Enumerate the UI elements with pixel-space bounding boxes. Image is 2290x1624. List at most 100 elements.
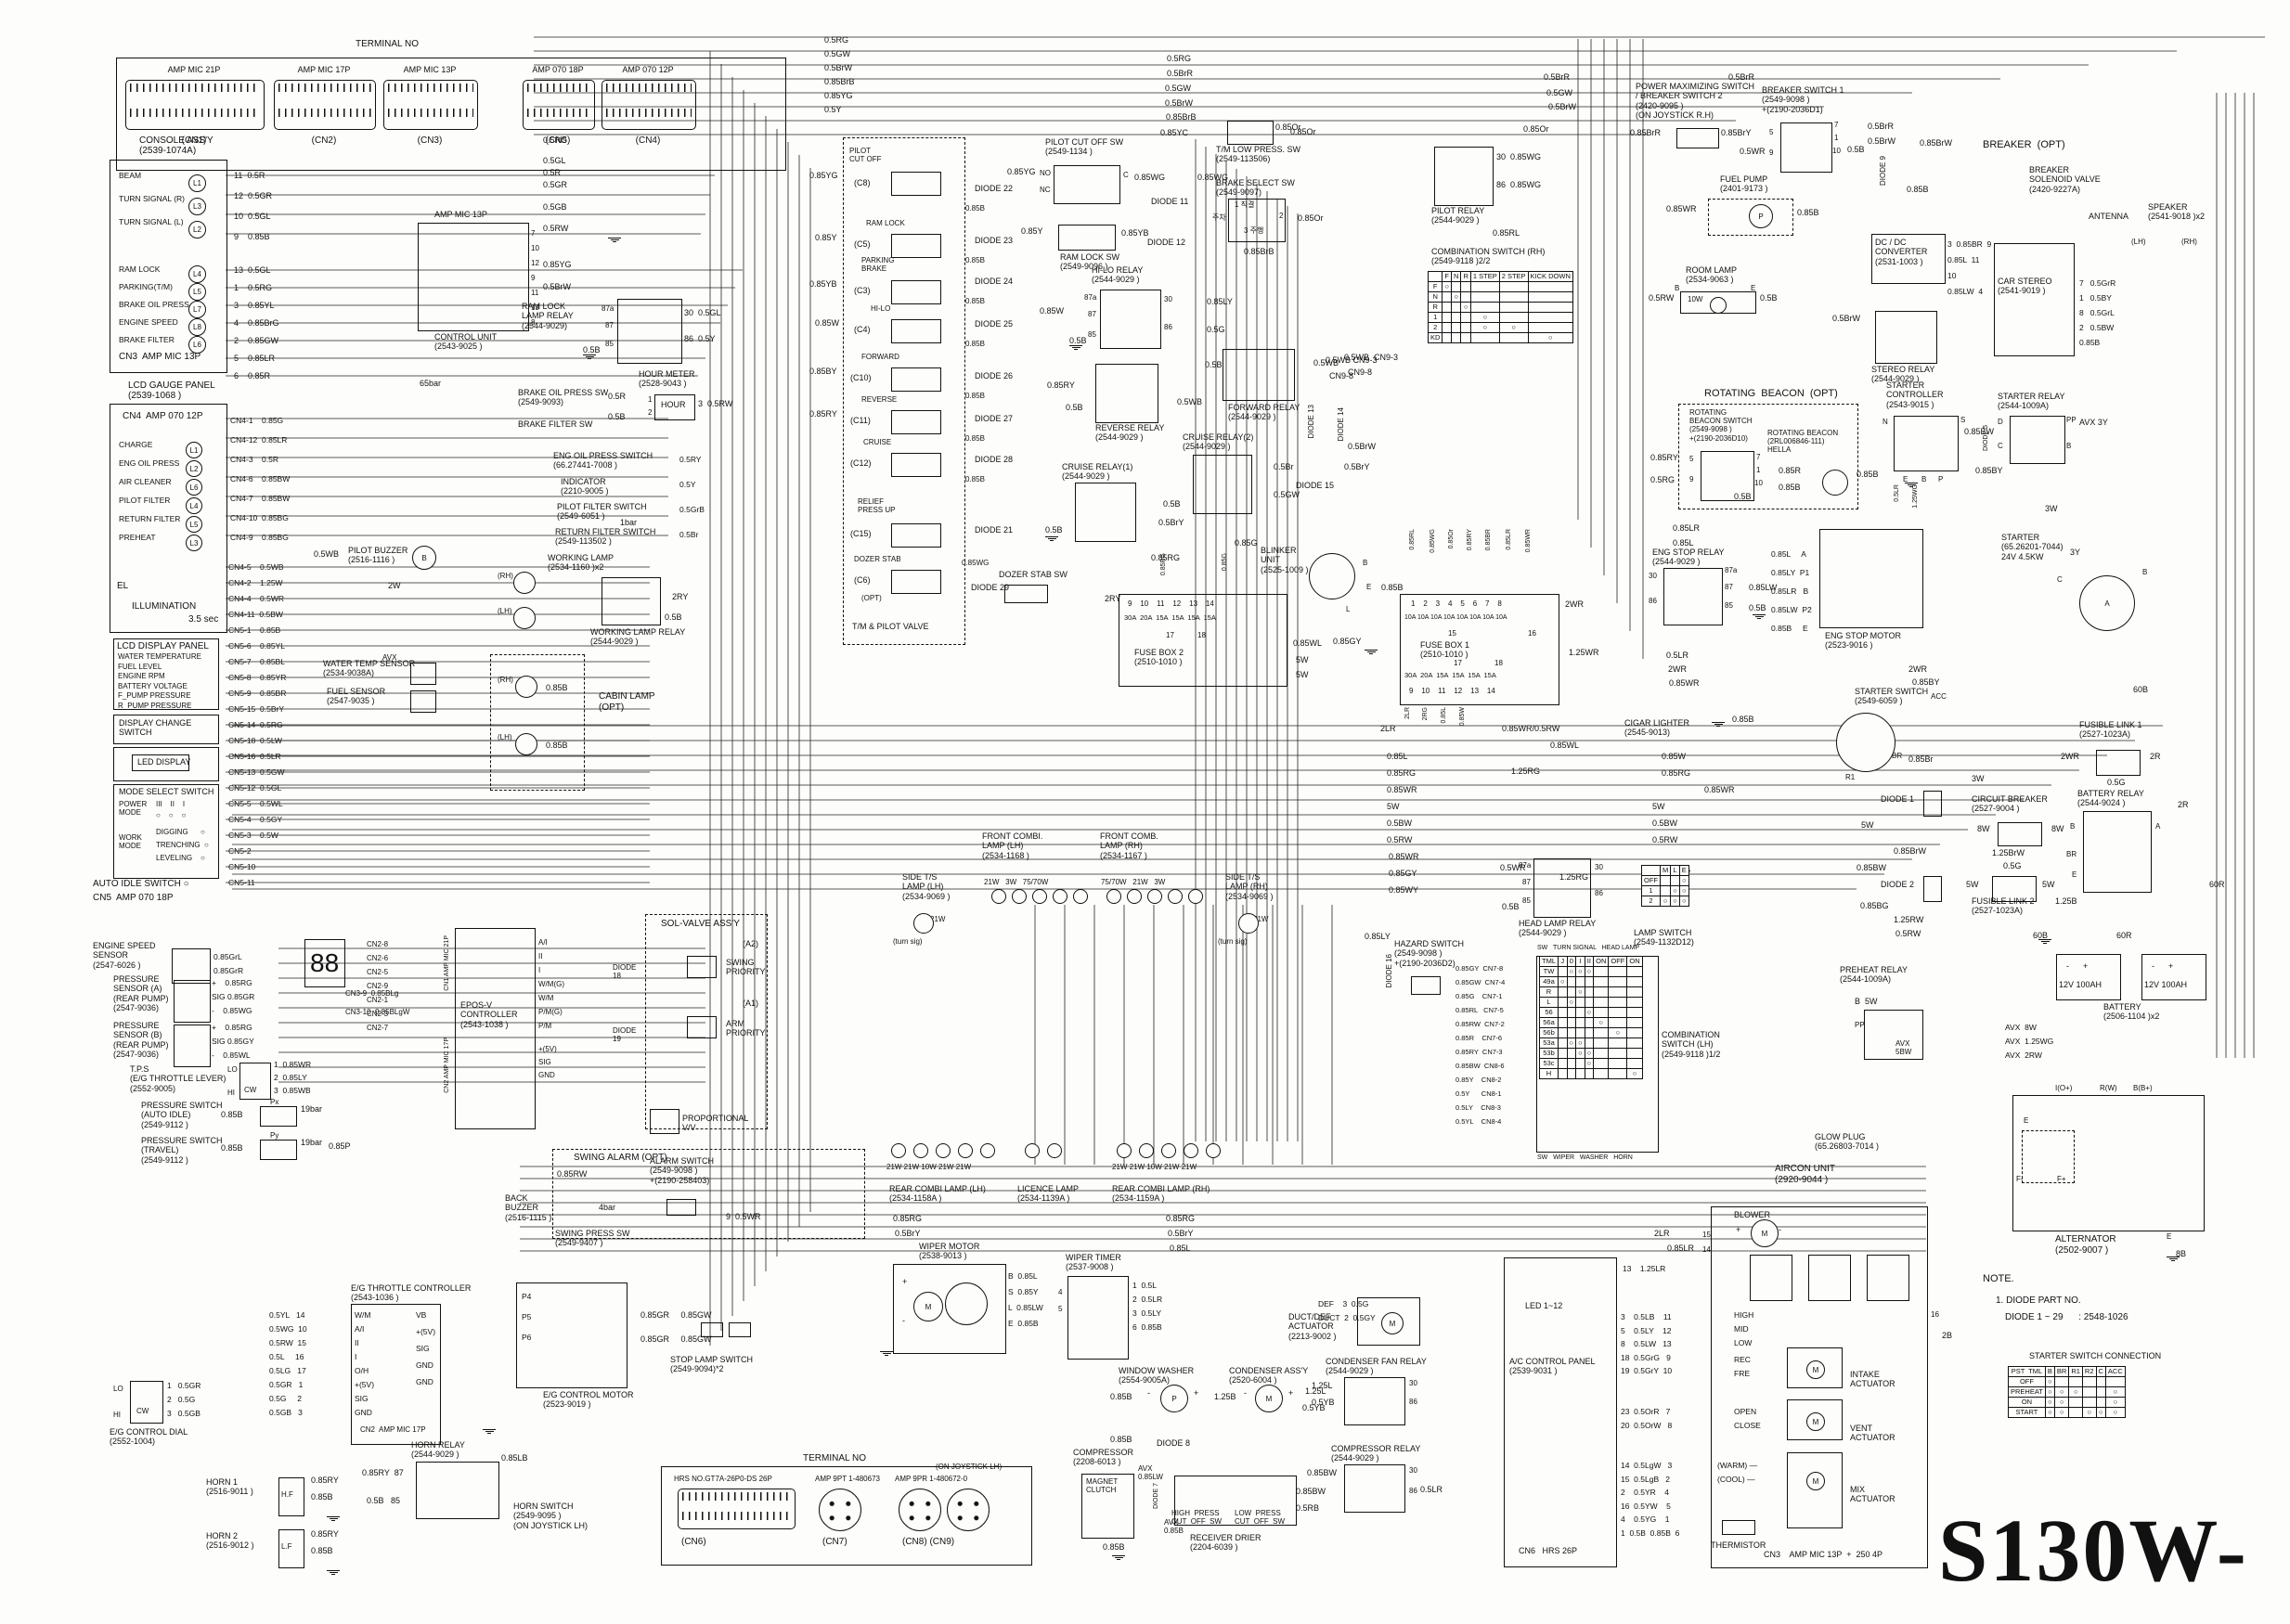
component-label: ALARM SWITCH (2549-9098 ) +(2190-258403) xyxy=(650,1156,715,1185)
table-cell: 2 xyxy=(1427,322,1443,333)
wire-label: DIODE 12 xyxy=(1147,238,1186,247)
wire-label: 0.5GL xyxy=(543,156,566,165)
component-label: STEREO RELAY (2544-9029 ) xyxy=(1871,365,1935,384)
pin-label: 1 0.5RG xyxy=(234,283,273,292)
ground-icon xyxy=(327,1570,340,1578)
table-cell xyxy=(1558,997,1568,1008)
pin-label: CN5-7 0.85BL xyxy=(228,657,285,666)
pin-label: 0.85GrL xyxy=(213,952,242,961)
wire-label: 60R xyxy=(2116,931,2132,940)
connector-label: HRS NO.GT7A-26P0-DS 26P xyxy=(674,1475,772,1483)
wire-label: 19bar xyxy=(301,1104,323,1114)
component-label: (LH) xyxy=(2131,238,2146,246)
wire-label: 0.5LR xyxy=(1420,1485,1443,1494)
pin-label: PILOT FILTER xyxy=(119,496,171,505)
wire-label: (C4) xyxy=(854,325,871,334)
pin-label: 0.85LY P1 xyxy=(1771,568,1810,577)
wire-label: 0.85YB xyxy=(809,279,837,289)
wire-label: 0.5WR xyxy=(1500,863,1526,872)
table-cell: ○ xyxy=(2104,1386,2126,1398)
pin-label: II xyxy=(355,1338,359,1347)
component-label: E xyxy=(1751,284,1756,292)
component-label: CRUISE RELAY(2) (2544-9029 ) xyxy=(1183,432,1254,452)
component-label: PILOT BUZZER (2516-1116 ) xyxy=(348,546,408,565)
pin-label: FRE xyxy=(1734,1368,1750,1378)
bulb-icon xyxy=(1053,889,1067,904)
table-cell: ○ xyxy=(1498,322,1529,333)
table-cell xyxy=(1593,976,1610,987)
table-cell: 53b xyxy=(1539,1048,1559,1059)
pin-label: 4 0.85BrG xyxy=(234,318,279,328)
component-box xyxy=(174,1025,211,1067)
wire-label: 0.5BrY xyxy=(1158,518,1184,527)
wire-label: 2RG xyxy=(1422,707,1429,721)
wire-label: 85 xyxy=(605,340,614,348)
component-label: L xyxy=(1346,605,1351,613)
wire-label: 0.5BrW xyxy=(1348,442,1377,451)
wire-label: 0.5WB xyxy=(1313,358,1339,367)
component-label: BLINKER UNIT (2525-1009 ) xyxy=(1261,546,1309,574)
component-box xyxy=(1808,1255,1851,1301)
component-label: ROTATING BEACON (2RL006846-111) HELLA xyxy=(1767,429,1839,455)
wire-label: 5W xyxy=(1296,655,1309,664)
wire-label: 18 xyxy=(1494,659,1503,667)
pin-label: P4 xyxy=(522,1292,532,1301)
lamp-icon: M xyxy=(1806,1412,1825,1431)
wire-label: 2WR xyxy=(2061,752,2079,761)
wire-label: 0.85L xyxy=(1441,707,1447,724)
table-cell: L xyxy=(1539,997,1559,1008)
component-label: PILOT RELAY (2544-9029 ) xyxy=(1431,206,1485,226)
table-cell xyxy=(1442,332,1452,343)
table-cell xyxy=(1498,312,1529,323)
component-label: WINDOW WASHER (2554-9005A) xyxy=(1119,1366,1195,1386)
pin-label: + 0.85RG xyxy=(212,978,252,987)
pin-label: F_PUMP PRESSURE xyxy=(118,691,191,700)
table-cell xyxy=(1608,1068,1628,1079)
component-label: DIGGING ○ xyxy=(156,828,205,836)
wire-label: 0.85W xyxy=(1040,306,1065,316)
table-cell: ○ xyxy=(1626,1068,1643,1079)
wire-label: 0.5RW xyxy=(543,224,569,233)
table-cell: PREHEAT xyxy=(2008,1386,2046,1398)
component-label: + xyxy=(1194,1388,1199,1398)
pin-label: DEF 3 0.5G xyxy=(1318,1299,1369,1308)
component-label: REAR COMBI LAMP (RH) (2534-1159A ) xyxy=(1112,1184,1210,1204)
pin-label: 2 0.5BW xyxy=(2079,323,2115,332)
pin-label: I xyxy=(355,1352,357,1361)
table-header: L xyxy=(1670,865,1680,876)
pin-label: CN2-7 xyxy=(367,1024,389,1032)
round-connector xyxy=(819,1489,861,1531)
lamp-icon: P xyxy=(1749,204,1773,228)
component-label: 12V 100AH xyxy=(2144,980,2188,989)
bulb-icon xyxy=(991,889,1006,904)
component-box xyxy=(516,1282,627,1388)
component-box xyxy=(418,223,529,331)
pin-label: W/M(G) xyxy=(538,980,564,988)
component-label: STARTER SWITCH (2549-6059 ) xyxy=(1855,687,1929,706)
wire-label: 0.85GY xyxy=(1389,869,1417,878)
table-cell: ON xyxy=(2008,1397,2046,1408)
component-label: SPEAKER (2541-9018 )x2 xyxy=(2148,202,2206,222)
bulb-icon xyxy=(1710,297,1727,314)
wire-label: 0.5BrW xyxy=(543,282,572,291)
component-box xyxy=(843,137,965,645)
component-label: LEVELING ○ xyxy=(156,854,205,862)
component-label: WORKING LAMP (2534-1160 )x2 xyxy=(548,553,615,573)
table-cell xyxy=(2068,1376,2083,1387)
wire-label: (C11) xyxy=(850,416,871,425)
bulb-icon xyxy=(1836,713,1895,772)
connector-pins-row xyxy=(278,84,371,92)
component-label: BREAKER SWITCH 1 (2549-9098 ) +(2190-203… xyxy=(1762,85,1844,114)
table-header: N xyxy=(1450,271,1462,282)
wire-label: DIODE 8 xyxy=(1157,1438,1191,1448)
component-box xyxy=(891,234,941,258)
table-cell xyxy=(1469,332,1500,343)
pin-label: A/I xyxy=(355,1324,365,1334)
bulb-icon xyxy=(1147,889,1162,904)
pin-label: 12 0.5GR xyxy=(234,191,273,200)
bulb-icon xyxy=(1047,1143,1062,1158)
table-cell xyxy=(1498,332,1529,343)
wire-label: 0.85B xyxy=(1732,715,1754,724)
wire-label: 9 xyxy=(1689,475,1694,483)
table-cell xyxy=(1460,281,1471,292)
